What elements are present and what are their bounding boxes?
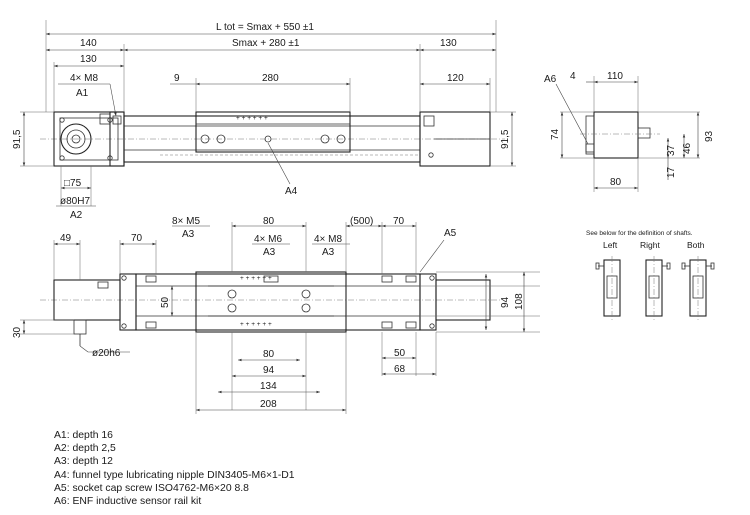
dim-sq75: □75 — [64, 178, 82, 189]
dim-120: 120 — [447, 73, 464, 84]
dim-17: 17 — [666, 166, 677, 178]
footnote-a5: A5: socket cap screw ISO4762-M6×20 8.8 — [54, 482, 249, 494]
footnote-a6: A6: ENF inductive sensor rail kit — [54, 496, 202, 508]
shaft-both-icon — [681, 256, 715, 320]
svg-text:+ + + + + +: + + + + + + — [240, 275, 272, 282]
dim-108-v: 108 — [514, 293, 525, 310]
footnote-a4: A4: funnel type lubricating nipple DIN34… — [54, 469, 295, 481]
shaft-left-icon — [595, 256, 621, 320]
dim-46: 46 — [682, 142, 693, 154]
dim-80-side: 80 — [610, 177, 622, 188]
dim-110: 110 — [607, 71, 623, 82]
dim-70-left: 70 — [131, 233, 143, 244]
dim-130-right: 130 — [440, 38, 457, 49]
dim-70-right: 70 — [393, 216, 405, 227]
label-4xm6: 4× M6 — [254, 234, 283, 245]
dim-68-b: 68 — [394, 364, 406, 375]
dim-91-5-left: 91,5 — [12, 129, 23, 149]
dim-9: 9 — [174, 73, 180, 84]
shaft-note: See below for the definition of shafts. — [586, 230, 693, 237]
dim-50-b: 50 — [394, 348, 406, 359]
label-a3-3: A3 — [322, 247, 335, 258]
label-a3-1: A3 — [182, 229, 195, 240]
dim-74: 74 — [550, 128, 561, 140]
dim-140: 140 — [80, 38, 97, 49]
shaft-right-label: Right — [640, 240, 660, 250]
side-view: 4 110 A6 74 93 46 37 17 80 — [544, 71, 715, 192]
shaft-right-icon — [645, 256, 671, 320]
dim-80-b: 80 — [263, 349, 275, 360]
label-8xm5: 8× M5 — [172, 216, 201, 227]
dim-4: 4 — [570, 71, 576, 82]
dim-37: 37 — [666, 144, 677, 156]
dim-80-top: 80 — [263, 216, 275, 227]
label-a4: A4 — [285, 186, 298, 197]
dim-49: 49 — [60, 233, 72, 244]
dim-208-b: 208 — [260, 399, 277, 410]
dim-94-v: 94 — [500, 296, 511, 308]
dim-93: 93 — [704, 130, 715, 142]
label-4xm8-bot: 4× M8 — [314, 234, 343, 245]
label-a1-top: A1 — [76, 88, 89, 99]
dim-134-b: 134 — [260, 381, 277, 392]
footnote-a3: A3: depth 12 — [54, 456, 113, 468]
dim-500: (500) — [350, 216, 373, 227]
dim-94-b: 94 — [263, 365, 275, 376]
svg-text:+ + + + + +: + + + + + + — [240, 321, 272, 328]
label-4xm8-top: 4× M8 — [70, 73, 99, 84]
dim-280: 280 — [262, 73, 279, 84]
footnotes: A1: depth 16 A2: depth 2,5 A3: depth 12 … — [54, 429, 295, 508]
svg-text:+ + + + + +: + + + + + + — [236, 115, 268, 122]
shaft-both-label: Both — [687, 240, 705, 250]
shaft-left-label: Left — [603, 240, 618, 250]
dim-ltot: L tot = Smax + 550 ±1 — [216, 22, 314, 33]
label-a2: A2 — [70, 210, 83, 221]
dim-dia20: ø20h6 — [92, 348, 121, 359]
label-a3-2: A3 — [263, 247, 276, 258]
dim-30: 30 — [12, 326, 23, 338]
label-a5: A5 — [444, 228, 457, 239]
footnote-a2: A2: depth 2,5 — [54, 443, 116, 455]
dim-130: 130 — [80, 54, 97, 65]
dim-91-5-right: 91,5 — [500, 129, 511, 149]
dim-smax: Smax + 280 ±1 — [232, 38, 300, 49]
footnote-a1: A1: depth 16 — [54, 430, 113, 441]
front-view: + + + + + + L tot = Smax + 550 ±1 140 Sm… — [12, 20, 516, 221]
shaft-options: See below for the definition of shafts. … — [586, 230, 715, 320]
dim-dia80: ø80H7 — [60, 196, 90, 207]
top-view: + + + + + + + + + + + + 49 70 8× M5 A3 8… — [12, 216, 540, 414]
label-a6: A6 — [544, 74, 557, 85]
dim-50-v: 50 — [160, 296, 171, 308]
